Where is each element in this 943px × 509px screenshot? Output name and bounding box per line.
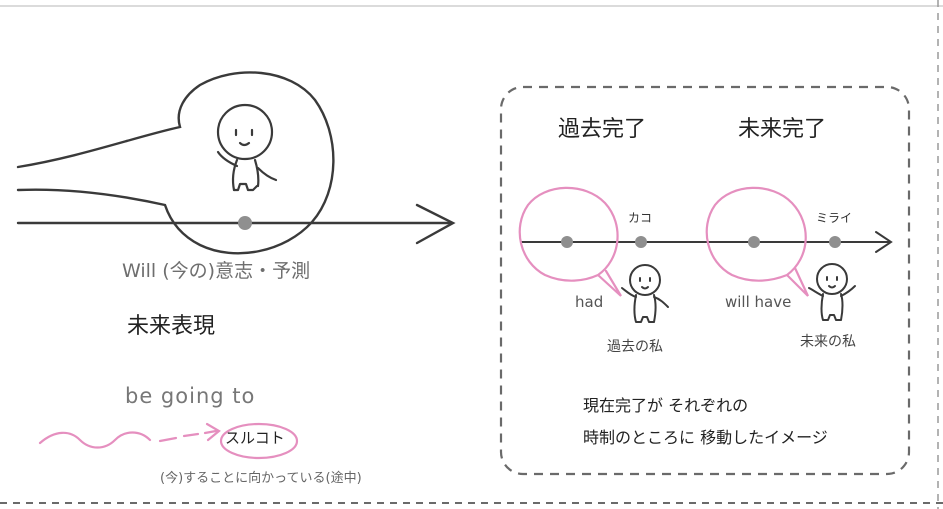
past-bubble bbox=[518, 186, 622, 297]
future-expression-label: 未来表現 bbox=[127, 314, 216, 339]
pink-bubbles bbox=[518, 186, 809, 297]
will-label: Will (今の)意志・予測 bbox=[122, 260, 311, 282]
note-line-1: 現在完了が それぞれの bbox=[583, 396, 749, 415]
perfect-tense-box bbox=[499, 85, 911, 476]
note-line-2: 時制のところに 移動したイメージ bbox=[583, 428, 828, 447]
will-have-label: will have bbox=[725, 293, 792, 311]
future-me-figure-icon bbox=[808, 263, 856, 321]
kako-label: カコ bbox=[628, 211, 653, 225]
past-me-label: 過去の私 bbox=[607, 339, 663, 355]
future-bubble bbox=[705, 186, 809, 297]
kako-dot bbox=[635, 236, 647, 248]
past-me-figure-icon bbox=[621, 264, 669, 323]
mirai-dot bbox=[829, 236, 841, 248]
future-dot bbox=[748, 236, 760, 248]
surukoto-circle bbox=[219, 422, 299, 460]
now-doing-caption: (今)することに向かっている(途中) bbox=[160, 471, 362, 486]
perfect-timeline bbox=[521, 231, 893, 253]
had-label: had bbox=[575, 293, 604, 311]
past-perfect-heading: 過去完了 bbox=[558, 117, 647, 142]
will-timeline bbox=[16, 71, 456, 255]
now-dot bbox=[238, 216, 252, 230]
past-dot bbox=[561, 236, 573, 248]
will-bubble-outline bbox=[16, 71, 335, 255]
surukoto-label: スルコト bbox=[225, 429, 285, 447]
going-to-arrow bbox=[38, 422, 299, 460]
future-perfect-heading: 未来完了 bbox=[738, 117, 827, 142]
person-figure-icon bbox=[216, 103, 278, 192]
be-going-to-label: be going to bbox=[125, 384, 256, 408]
will-time-arrowhead bbox=[415, 203, 456, 245]
mirai-label: ミライ bbox=[816, 211, 853, 225]
future-me-label: 未来の私 bbox=[800, 334, 856, 350]
